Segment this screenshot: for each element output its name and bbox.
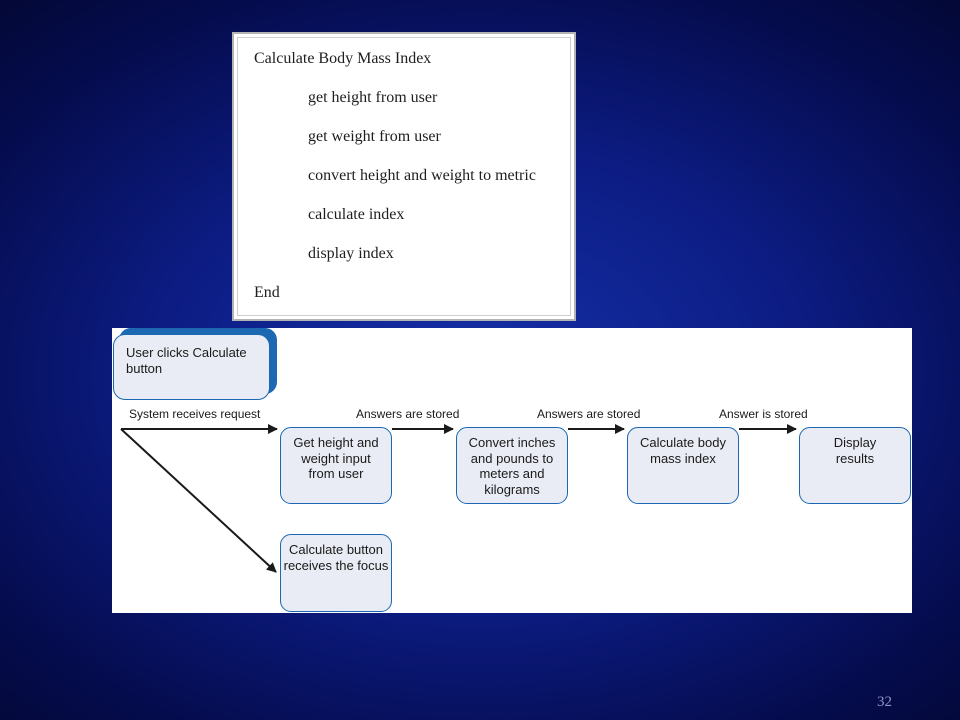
slide-page-number: 32: [877, 694, 892, 710]
pseudocode-title: Calculate Body Mass Index: [254, 50, 432, 67]
edge-label-answer-stored: Answer is stored: [719, 407, 808, 421]
pseudocode-end: End: [254, 284, 280, 301]
pseudocode-step-get-height: get height from user: [308, 89, 438, 106]
pseudocode-step-get-weight: get weight from user: [308, 128, 441, 145]
step-calculate-bmi-box: Calculate body mass index: [627, 427, 739, 504]
pseudocode-step-calculate: calculate index: [308, 206, 405, 223]
arrow-request-to-focus: [120, 428, 277, 573]
step-get-input-box: Get height and weight input from user: [280, 427, 392, 504]
step-display-results-box: Display results: [799, 427, 911, 504]
flowchart-connectors: [120, 424, 797, 573]
step-convert-units-box: Convert inches and pounds to meters and …: [456, 427, 568, 504]
pseudocode-panel: Calculate Body Mass Index get height fro…: [232, 32, 576, 321]
pseudocode-step-display: display index: [308, 245, 394, 262]
step-button-focus-box: Calculate button receives the focus: [280, 534, 392, 612]
flowchart-panel: User clicks Calculate button System rece…: [112, 328, 912, 613]
edge-label-system-receives-request: System receives request: [129, 407, 261, 421]
start-event-box: User clicks Calculate button: [113, 334, 270, 400]
pseudocode-step-convert: convert height and weight to metric: [308, 167, 536, 184]
edge-label-answers-stored-2: Answers are stored: [537, 407, 641, 421]
edge-label-answers-stored-1: Answers are stored: [356, 407, 460, 421]
